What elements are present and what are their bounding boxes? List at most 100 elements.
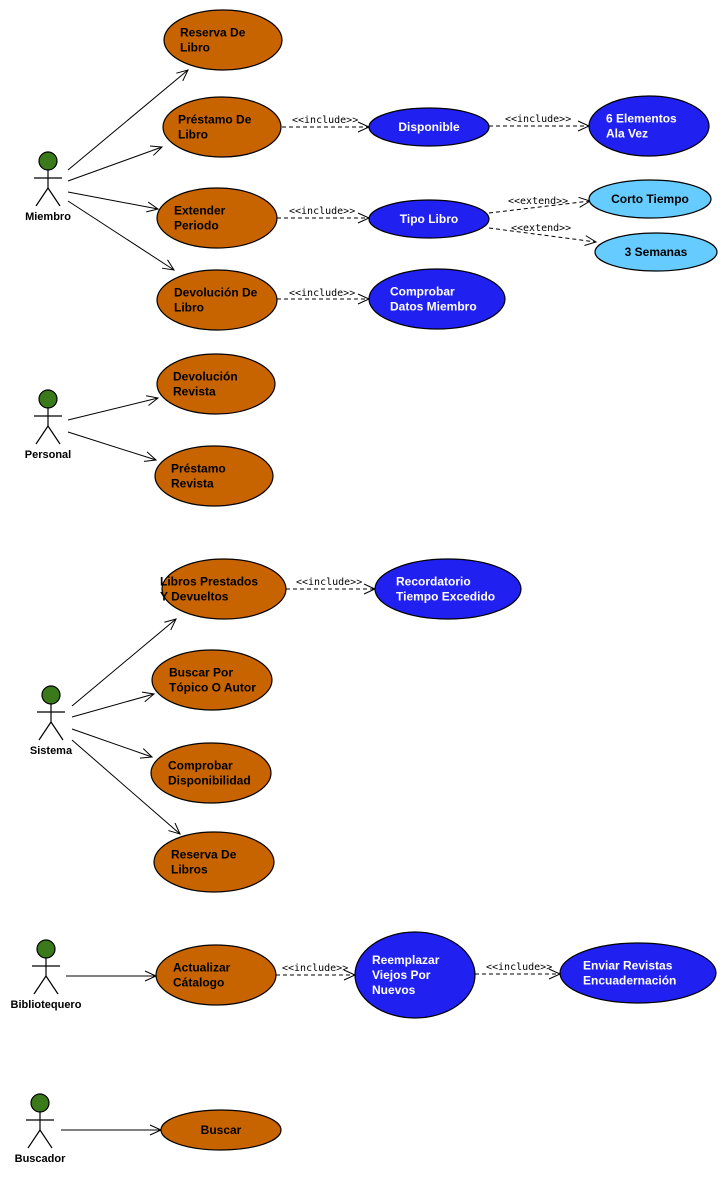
- use-case-label: Datos Miembro: [390, 300, 477, 314]
- use-case-ellipse: [588, 179, 712, 219]
- use-case-tres-semanas[interactable]: 3 Semanas: [594, 232, 718, 272]
- use-case-ellipse: [162, 96, 282, 158]
- use-case-ellipse: [368, 199, 490, 239]
- relationship-label: <<include>>: [292, 115, 358, 126]
- association-miembro-reserva-libro: [67, 69, 189, 171]
- use-case-label: Extender: [174, 204, 226, 218]
- use-case-corto-tiempo[interactable]: Corto Tiempo: [588, 179, 712, 219]
- use-case-label: Viejos Por: [372, 968, 431, 982]
- use-case-label: Reemplazar: [372, 953, 440, 967]
- use-case-ellipse: [160, 1109, 282, 1151]
- actor-head-icon: [38, 389, 58, 409]
- use-case-label: Tiempo Excedido: [396, 590, 495, 604]
- relationship-label: <<include>>: [289, 288, 355, 299]
- association-miembro-devolucion-libro: [67, 200, 176, 271]
- use-case-label: Préstamo: [171, 462, 226, 476]
- use-case-buscar[interactable]: Buscar: [160, 1109, 282, 1151]
- actor-body-icon: [34, 170, 62, 207]
- use-case-label: Enviar Revistas: [583, 959, 673, 973]
- use-case-label: Devolución: [173, 370, 238, 384]
- use-case-label: Libros: [171, 863, 208, 877]
- relationship-tipo-libro-corto-tiempo: [488, 196, 592, 214]
- actor-head-icon: [38, 151, 58, 171]
- relationship-label: <<include>>: [289, 206, 355, 217]
- use-case-label: Recordatorio: [396, 575, 471, 589]
- use-case-label: Reserva De: [171, 848, 237, 862]
- use-case-label: Libro: [174, 301, 204, 315]
- relationship-label: <<extend>>: [511, 223, 571, 234]
- actor-name: Miembro: [25, 211, 71, 223]
- association-personal-prestamo-revista: [67, 431, 158, 462]
- relationship-tipo-libro-tres-semanas: [488, 227, 598, 247]
- use-case-tipo-libro[interactable]: Tipo Libro: [368, 199, 490, 239]
- use-case-ellipse: [154, 445, 274, 507]
- actor-body-icon: [32, 958, 60, 995]
- actor-sistema[interactable]: Sistema: [30, 685, 73, 757]
- use-case-disponible[interactable]: Disponible: [368, 107, 490, 147]
- use-case-label: Disponible: [398, 120, 460, 134]
- actor-body-icon: [26, 1112, 54, 1149]
- actor-name: Bibliotequero: [11, 999, 82, 1011]
- use-case-label: Y Devueltos: [160, 590, 229, 604]
- use-case-ellipse: [354, 931, 476, 1019]
- use-case-label: Buscar: [201, 1123, 242, 1137]
- relationship-label: <<include>>: [296, 577, 362, 588]
- use-case-label: 6 Elementos: [606, 112, 677, 126]
- use-case-label: Libro: [178, 128, 208, 142]
- use-case-ellipse: [374, 558, 522, 620]
- use-case-ellipse: [151, 649, 273, 711]
- actor-body-icon: [34, 408, 62, 445]
- use-case-label: Revista: [171, 477, 214, 491]
- use-case-ellipse: [150, 742, 272, 804]
- use-case-label: Revista: [173, 385, 216, 399]
- actor-miembro[interactable]: Miembro: [25, 151, 71, 223]
- use-case-label: Devolución De: [174, 286, 258, 300]
- use-case-ellipse: [156, 269, 278, 331]
- actor-body-icon: [37, 704, 65, 741]
- use-case-label: Comprobar: [390, 285, 455, 299]
- use-case-label: Corto Tiempo: [611, 192, 689, 206]
- use-case-ellipse: [588, 95, 710, 157]
- use-case-label: Tópico O Autor: [169, 681, 256, 695]
- use-case-label: Reserva De: [180, 26, 246, 40]
- use-case-ellipse: [368, 268, 506, 330]
- relationship-label: <<extend>>: [508, 196, 568, 207]
- actor-name: Personal: [25, 449, 71, 461]
- use-case-ellipse: [163, 9, 283, 71]
- actor-bibliotequero[interactable]: Bibliotequero: [11, 939, 82, 1011]
- association-personal-devolucion-revista: [67, 395, 160, 421]
- actor-head-icon: [41, 685, 61, 705]
- association-miembro-prestamo-libro: [67, 145, 164, 182]
- use-case-ellipse: [594, 232, 718, 272]
- use-case-ellipse: [156, 187, 278, 249]
- use-case-ellipse: [368, 107, 490, 147]
- use-case-label: Libro: [180, 41, 210, 55]
- actor-personal[interactable]: Personal: [25, 389, 71, 461]
- use-case-label: Ala Vez: [606, 127, 648, 141]
- use-case-ellipse: [559, 942, 717, 1004]
- actor-buscador[interactable]: Buscador: [15, 1093, 66, 1165]
- actor-head-icon: [36, 939, 56, 959]
- connectors-layer: <<include>> <<include>> <<include>> <<exten…: [61, 69, 598, 1136]
- use-case-ellipse: [161, 558, 287, 620]
- use-case-label: Encuadernación: [583, 974, 676, 988]
- use-case-label: Disponibilidad: [168, 774, 251, 788]
- use-case-label: Periodo: [174, 219, 219, 233]
